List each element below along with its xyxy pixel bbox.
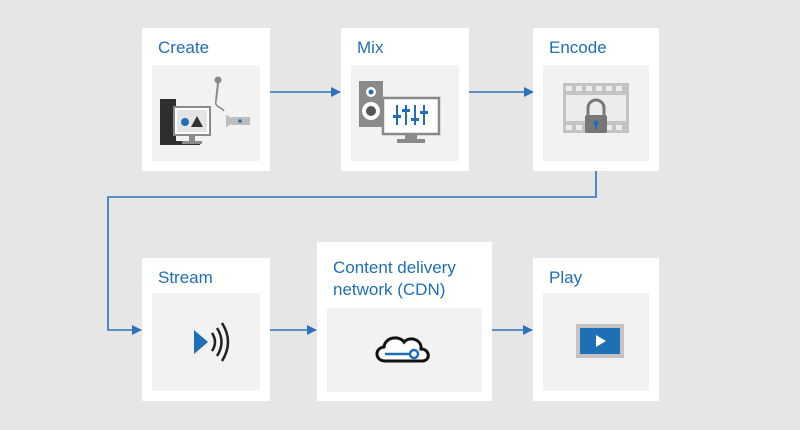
mixing-console-icon [359,81,441,143]
streaming-play-icon [194,322,230,362]
step-icon-panel [327,308,482,392]
step-play: Play [533,258,659,401]
step-cdn: Content delivery network (CDN) [317,242,492,401]
step-label: Stream [158,268,213,287]
encrypted-film-icon [563,83,629,133]
step-encode: Encode [533,28,659,171]
step-icon-panel [543,293,649,391]
step-label: Create [158,38,210,57]
video-player-icon [576,324,624,358]
step-label: Encode [549,38,607,57]
step-icon-panel [152,65,260,161]
step-icon-panel [543,65,649,161]
step-label: Mix [357,38,384,57]
step-stream: Stream [142,258,270,401]
creation-workstation-icon [160,76,250,145]
step-label: Content delivery network (CDN) [333,258,456,299]
step-icon-panel [351,65,459,161]
step-create: Create [142,28,270,171]
step-mix: Mix [341,28,469,171]
step-icon-panel [152,293,260,391]
cloud-network-icon [375,336,430,363]
step-label: Play [549,268,583,287]
